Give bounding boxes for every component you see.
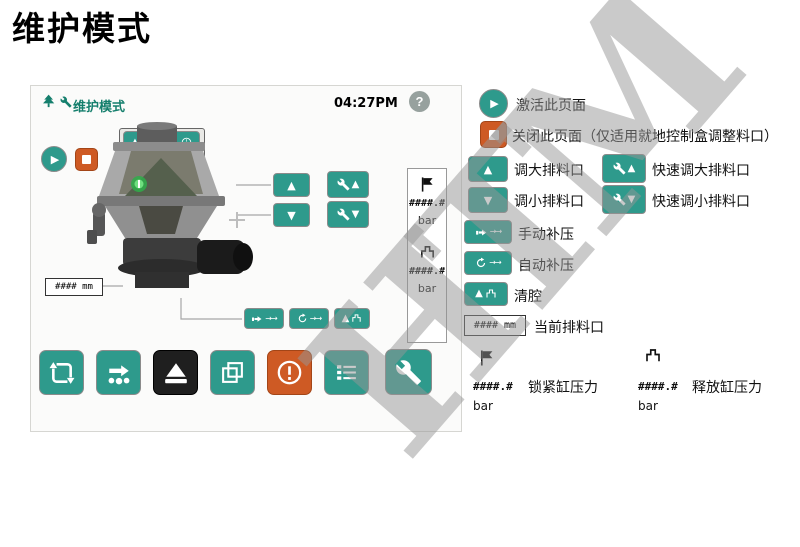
- pages-icon: [220, 360, 245, 385]
- alert-icon: [276, 359, 303, 386]
- wrench-icon: [337, 178, 350, 191]
- hmi-panel: 维护模式 04:27PM ? ▶ ▲ ▲: [30, 85, 462, 432]
- lines-icon: [334, 360, 359, 385]
- lock-pressure-icon: [419, 176, 436, 193]
- clean-cavity-button[interactable]: ▲: [334, 308, 370, 329]
- legend-auto-label: 自动补压: [518, 258, 574, 274]
- legend-clean-label: 清腔: [514, 289, 542, 305]
- legend-auto-icon: →→: [464, 251, 512, 275]
- release-icon: [351, 313, 362, 324]
- up-arrow-icon: ▲: [475, 288, 483, 299]
- up-arrow-icon: ▲: [287, 178, 296, 192]
- cone-icon: [163, 360, 189, 386]
- legend-release-pressure-icon: [644, 347, 662, 365]
- manual-pressure-button[interactable]: →→: [244, 308, 284, 329]
- arrows-icon: →→: [265, 313, 277, 323]
- legend-activate-label: 激活此页面: [516, 98, 586, 114]
- down-arrow-icon: ▼: [627, 193, 636, 205]
- legend-open-gap-label: 调大排料口: [514, 163, 584, 179]
- alarm-button[interactable]: [267, 350, 312, 395]
- up-arrow-icon: ▲: [341, 312, 350, 324]
- up-arrow-icon: ▲: [627, 162, 636, 174]
- legend-manual-label: 手动补压: [518, 227, 574, 243]
- legend-clean-icon: ▲: [464, 282, 508, 306]
- panel-title: 维护模式: [73, 100, 126, 115]
- material-page-button[interactable]: [96, 350, 141, 395]
- question-icon: ?: [415, 94, 424, 109]
- down-arrow-icon: ▼: [351, 208, 360, 220]
- up-arrow-icon: ▲: [483, 162, 493, 176]
- legend-fast-close-label: 快速调小排料口: [652, 194, 750, 210]
- hand-icon: [475, 226, 488, 239]
- legend-lock-value: ####.#: [473, 380, 513, 393]
- down-arrow-icon: ▼: [483, 193, 493, 207]
- legend-fast-open-label: 快速调大排料口: [652, 163, 750, 179]
- legend-release-value: ####.#: [638, 380, 678, 393]
- wrench-icon: [337, 208, 350, 221]
- legend-manual-icon: →→: [464, 220, 512, 244]
- maintenance-mode-icon: [43, 94, 72, 109]
- release-icon: [485, 288, 497, 300]
- fast-close-gap-button[interactable]: ▼: [327, 201, 369, 228]
- wrench-icon: [395, 359, 422, 386]
- arrows-icon: →→: [489, 258, 501, 267]
- wrench-icon: [613, 162, 626, 175]
- lock-pressure-value: ####.#: [408, 198, 446, 209]
- release-pressure-unit: bar: [417, 282, 437, 295]
- legend-open-gap-icon: ▲: [468, 156, 508, 182]
- fast-open-gap-button[interactable]: ▲: [327, 171, 369, 198]
- cycle-page-button[interactable]: [39, 350, 84, 395]
- clock: 04:27PM: [334, 96, 398, 111]
- legend-close-icon: [480, 121, 507, 148]
- pressure-column: ####.# bar ####.# bar: [407, 168, 447, 343]
- legend-release-unit: bar: [638, 399, 658, 413]
- legend-fast-close-icon: ▼: [602, 185, 646, 214]
- stop-icon: [488, 129, 499, 140]
- legend-current-gap-label: 当前排料口: [534, 320, 604, 336]
- play-icon: ▶: [490, 97, 499, 110]
- material-icon: [106, 360, 132, 386]
- report-page-button[interactable]: [324, 350, 369, 395]
- hand-icon: [251, 313, 263, 325]
- auto-pressure-button[interactable]: →→: [289, 308, 329, 329]
- crusher-image: [87, 122, 253, 288]
- legend-activate-icon: ▶: [479, 89, 508, 118]
- cycle-icon: [475, 257, 487, 269]
- help-button[interactable]: ?: [409, 91, 430, 112]
- arrows-icon: →→: [309, 313, 322, 323]
- connector-lines: [101, 184, 271, 320]
- arrows-icon: →→: [489, 227, 502, 236]
- release-pressure-value: ####.#: [408, 266, 446, 277]
- close-gap-button[interactable]: ▼: [273, 203, 310, 227]
- legend-fast-open-icon: ▲: [602, 154, 646, 183]
- lock-pressure-unit: bar: [417, 214, 437, 227]
- legend-release-label: 释放缸压力: [692, 380, 762, 396]
- loop-icon: [49, 360, 75, 386]
- down-arrow-icon: ▼: [287, 208, 296, 222]
- page-title: 维护模式: [12, 9, 152, 48]
- legend-lock-unit: bar: [473, 399, 493, 413]
- open-gap-button[interactable]: ▲: [273, 173, 310, 197]
- play-icon: ▶: [50, 152, 60, 166]
- wrench-icon: [60, 96, 72, 108]
- legend-lock-pressure-icon: [478, 349, 496, 367]
- close-page-button[interactable]: [75, 148, 98, 171]
- stop-icon: [82, 155, 91, 164]
- wrench-icon: [613, 193, 626, 206]
- cycle-icon: [297, 313, 308, 324]
- crusher-page-button[interactable]: [153, 350, 198, 395]
- up-arrow-icon: ▲: [351, 178, 360, 190]
- release-pressure-icon: [419, 244, 436, 261]
- tree-icon: [43, 94, 58, 109]
- legend-close-gap-label: 调小排料口: [514, 194, 584, 210]
- current-gap-readout: #### mm: [45, 278, 103, 296]
- legend-close-gap-icon: ▼: [468, 187, 508, 213]
- legend-close-label: 关闭此页面（仅适用就地控制盒调整料口）: [512, 129, 778, 145]
- maintenance-page-button[interactable]: [385, 349, 432, 395]
- legend-lock-label: 锁紧缸压力: [528, 380, 598, 396]
- screens-page-button[interactable]: [210, 350, 255, 395]
- legend-current-gap-value: #### mm: [464, 315, 526, 336]
- activate-page-button[interactable]: ▶: [41, 146, 67, 172]
